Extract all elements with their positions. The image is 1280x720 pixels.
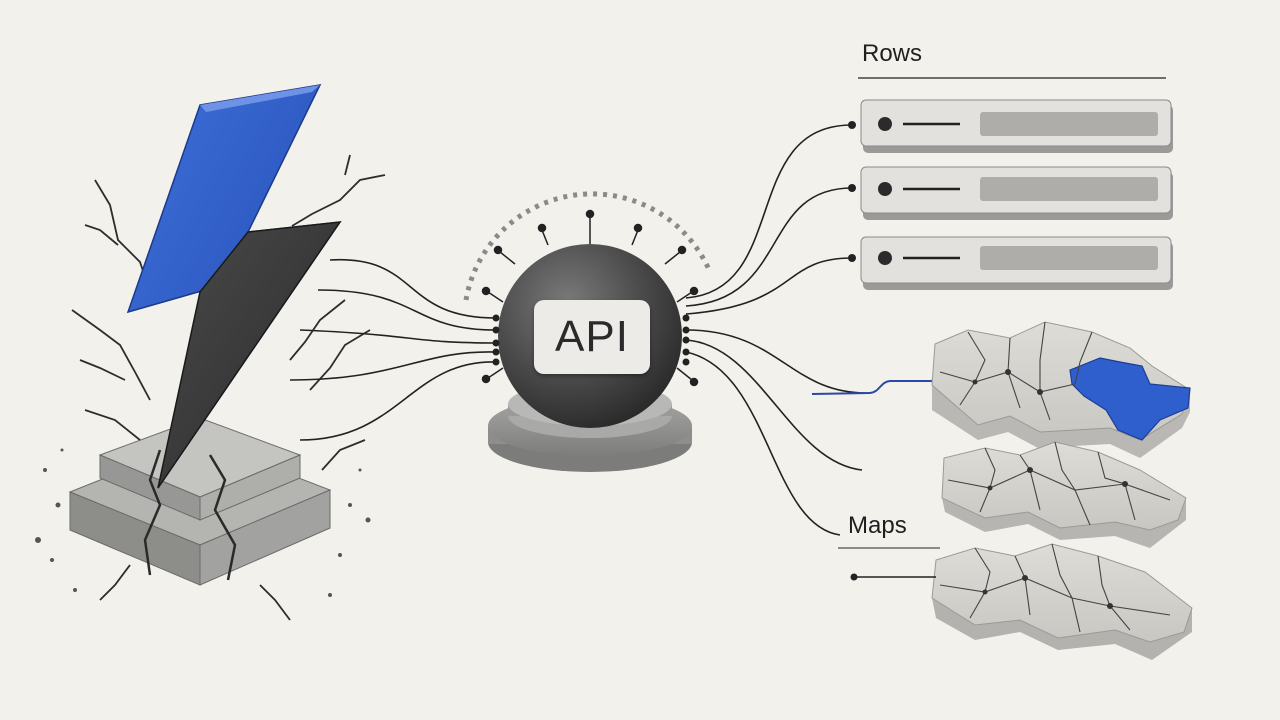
hub-antenna-pins <box>481 209 699 387</box>
row-record-3 <box>848 236 1173 290</box>
cracked-pedestal-icon <box>68 417 332 586</box>
map-tile-1 <box>931 321 1191 458</box>
maps-pointer-node <box>850 573 858 581</box>
api-to-outputs-wires <box>685 124 871 536</box>
map-tile-2 <box>941 441 1187 548</box>
debris-dots <box>35 448 371 597</box>
lightning-bolt-icon <box>126 84 342 489</box>
map-tile-3 <box>931 543 1193 660</box>
bolt-to-api-wires <box>289 259 497 441</box>
row-record-1 <box>848 99 1173 153</box>
rows-label: Rows <box>862 40 923 67</box>
api-label: API <box>534 300 650 374</box>
hub-port-dots <box>492 314 690 366</box>
maps-label: Maps <box>848 512 907 539</box>
row-record-2 <box>848 166 1173 220</box>
highlight-connector <box>811 380 935 395</box>
